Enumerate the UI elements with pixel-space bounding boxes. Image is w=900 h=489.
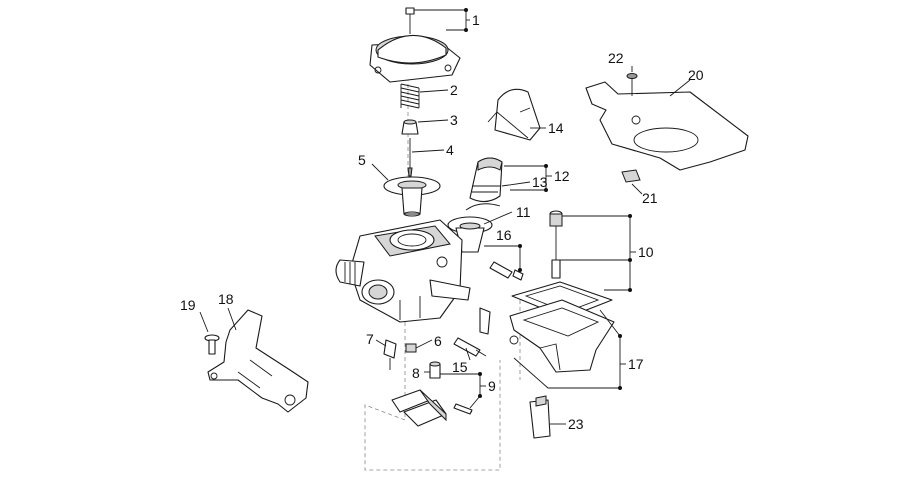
callout-4: 4 — [446, 142, 454, 158]
part-mounting-bracket — [207, 309, 309, 413]
part-diaphragm — [383, 176, 441, 217]
part-bracket-screw — [204, 334, 220, 355]
part-float-bowl — [509, 299, 615, 373]
callout-5: 5 — [358, 152, 366, 168]
part-heat-shield — [585, 81, 749, 171]
callout-8: 8 — [412, 365, 420, 381]
callout-23: 23 — [568, 416, 584, 432]
part-carburetor-body — [335, 219, 471, 323]
callout-6: 6 — [434, 333, 442, 349]
callout-22: 22 — [608, 50, 624, 66]
callout-19: 19 — [180, 297, 196, 313]
part-drain-clip — [529, 395, 551, 439]
part-needle — [407, 138, 413, 177]
callout-2: 2 — [450, 82, 458, 98]
part-shield-screw — [626, 73, 638, 96]
callout-9: 9 — [488, 378, 496, 394]
part-adjust-screw — [383, 339, 397, 370]
callout-13: 13 — [532, 174, 548, 190]
part-spring — [400, 83, 420, 109]
part-tube-fittings — [489, 261, 524, 281]
part-clip-nut — [621, 169, 641, 183]
callout-16: 16 — [496, 227, 512, 243]
part-choke-body — [465, 157, 503, 211]
callout-17: 17 — [628, 356, 644, 372]
callout-3: 3 — [450, 112, 458, 128]
callout-20: 20 — [688, 67, 704, 83]
callout-10: 10 — [638, 244, 654, 260]
callout-21: 21 — [642, 190, 658, 206]
part-jet-15 — [453, 337, 487, 357]
part-elbow-fitting — [479, 307, 491, 335]
callout-11: 11 — [516, 204, 531, 220]
part-jet-nut — [405, 343, 417, 353]
part-needle-cap — [401, 119, 419, 135]
part-plug — [429, 361, 441, 379]
callout-1: 1 — [472, 12, 480, 28]
callout-labels: 1 2 3 4 5 6 7 8 9 10 11 12 13 14 15 16 1… — [180, 12, 704, 432]
part-top-cover — [369, 7, 461, 83]
callout-18: 18 — [218, 291, 234, 307]
part-choke-cover — [487, 88, 541, 141]
callout-12: 12 — [554, 168, 570, 184]
leader-lines — [199, 8, 691, 425]
part-float — [391, 389, 473, 427]
callout-14: 14 — [548, 120, 564, 136]
callout-15: 15 — [452, 359, 468, 375]
part-float-needle — [549, 210, 563, 279]
part-valve-seat — [447, 216, 493, 253]
callout-7: 7 — [366, 331, 374, 347]
